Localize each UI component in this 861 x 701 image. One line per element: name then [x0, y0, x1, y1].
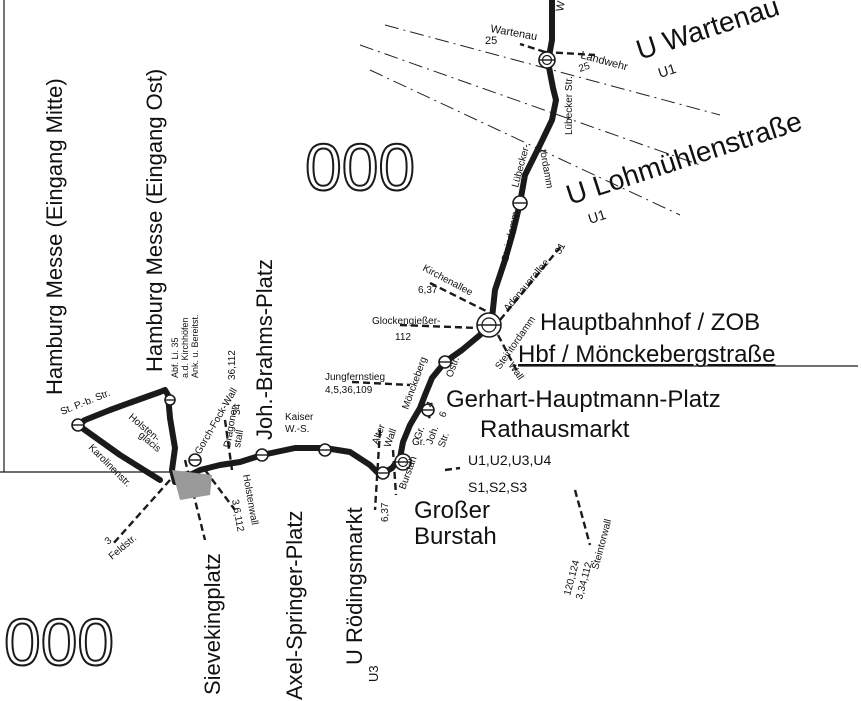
route-6: 6: [437, 410, 449, 419]
messe-note-2: a.d. Kirchhöfen: [180, 317, 190, 378]
station-line-roedingsmarkt: U3: [366, 665, 381, 682]
station-label-burstah: Burstah: [414, 523, 497, 550]
station-label-hbf-moenck: Hbf / Mönckebergstraße: [518, 341, 775, 368]
station-label-joh-brahms: Joh.-Brahms-Platz: [252, 259, 277, 440]
station-label-lohmuehlenstr: U Lohmühlenstraße: [562, 105, 805, 210]
street-steindamm: Steindamm: [500, 211, 521, 263]
station-line-lohmuehlenstr: U1: [586, 206, 608, 227]
stop-roedingsmarkt[interactable]: [376, 466, 390, 480]
route-glockengiesser: 112: [395, 332, 411, 343]
messe-note-1: Abf. Li. 35: [170, 337, 180, 378]
street-luebeckertordamm-2: tordamm: [537, 149, 555, 190]
street-dragoner-2: stall: [232, 429, 246, 448]
stop-luebeckertordamm[interactable]: [512, 195, 528, 211]
station-label-roedingsmarkt: U Rödingsmarkt: [342, 507, 367, 665]
street-adenauerallee: Adenauerallee: [502, 257, 552, 314]
route-kirchenallee: 6,37: [418, 285, 438, 296]
stop-axel-springer[interactable]: [318, 443, 332, 457]
route-roedingsmarkt: 6,37: [380, 502, 391, 522]
stop-gorch-fock[interactable]: [188, 453, 202, 467]
station-label-ghp: Gerhart-Hauptmann-Platz: [446, 386, 721, 413]
route-adenauerallee: 31: [553, 241, 568, 257]
station-lines-s: S1,S2,S3: [468, 479, 527, 495]
route-gorch-fock: 36,112: [227, 350, 238, 380]
street-kaiser-ws-2: W.-S.: [285, 424, 309, 435]
street-gr-burstah-1: Gr.: [412, 437, 425, 448]
zone-label-bottom: 000: [4, 605, 114, 679]
stop-hbf[interactable]: [476, 312, 502, 338]
stop-messe-mitte[interactable]: [71, 418, 85, 432]
route-4: 4: [424, 400, 436, 409]
street-jungfernstieg: Jungfernstieg: [325, 372, 385, 383]
street-gr-joh-3: Str.: [436, 431, 451, 449]
map-frame: [0, 0, 200, 473]
station-label-messe-ost: Hamburg Messe (Eingang Ost): [142, 69, 167, 372]
street-kaiser-ws-1: Kaiser: [285, 412, 314, 423]
stop-wartenau[interactable]: [538, 51, 556, 69]
street-wartenau-top: W: [554, 0, 568, 13]
station-label-hbf: Hauptbahnhof / ZOB: [540, 309, 760, 336]
station-label-grosser: Großer: [414, 497, 490, 524]
stop-rathausmarkt[interactable]: [394, 453, 412, 471]
station-label-rathausmarkt: Rathausmarkt: [480, 416, 630, 443]
station-lines-u: U1,U2,U3,U4: [468, 452, 551, 468]
route-feldstr: 3: [103, 535, 115, 547]
street-gr-joh-1: Gr.: [412, 425, 427, 441]
stop-area-shade: [172, 470, 212, 500]
street-luebecker-str: Lübecker Str.: [564, 76, 575, 135]
station-label-messe-mitte: Hamburg Messe (Eingang Mitte): [42, 78, 67, 395]
station-label-sievekingplatz: Sievekingplatz: [200, 553, 225, 695]
route-luebecker-str: 25: [577, 61, 592, 75]
stop-ghp[interactable]: [421, 403, 435, 417]
route-wartenau: 25: [485, 35, 497, 47]
zone-label-top: 000: [305, 130, 415, 204]
zone-boundary-lines: [359, 24, 721, 216]
stop-moenckeberg[interactable]: [438, 355, 452, 369]
stop-messe-ost[interactable]: [164, 394, 176, 406]
street-feldstr: Feldstr.: [107, 533, 139, 563]
route-jungfernstieg: 4,5,36,109: [325, 385, 373, 396]
messe-note-3: Ank. u. Bereitst.: [190, 314, 200, 378]
stops: [71, 51, 556, 480]
station-label-wartenau: U Wartenau: [632, 0, 783, 66]
station-label-axel-springer: Axel-Springer-Platz: [282, 510, 307, 700]
stop-joh-brahms[interactable]: [255, 448, 269, 462]
route-holstenwall: 3,6,112: [229, 499, 246, 533]
route-dragoner: 34: [232, 403, 243, 415]
street-glockengiesser: Glockengießer-: [372, 316, 440, 327]
station-line-wartenau: U1: [656, 60, 678, 81]
